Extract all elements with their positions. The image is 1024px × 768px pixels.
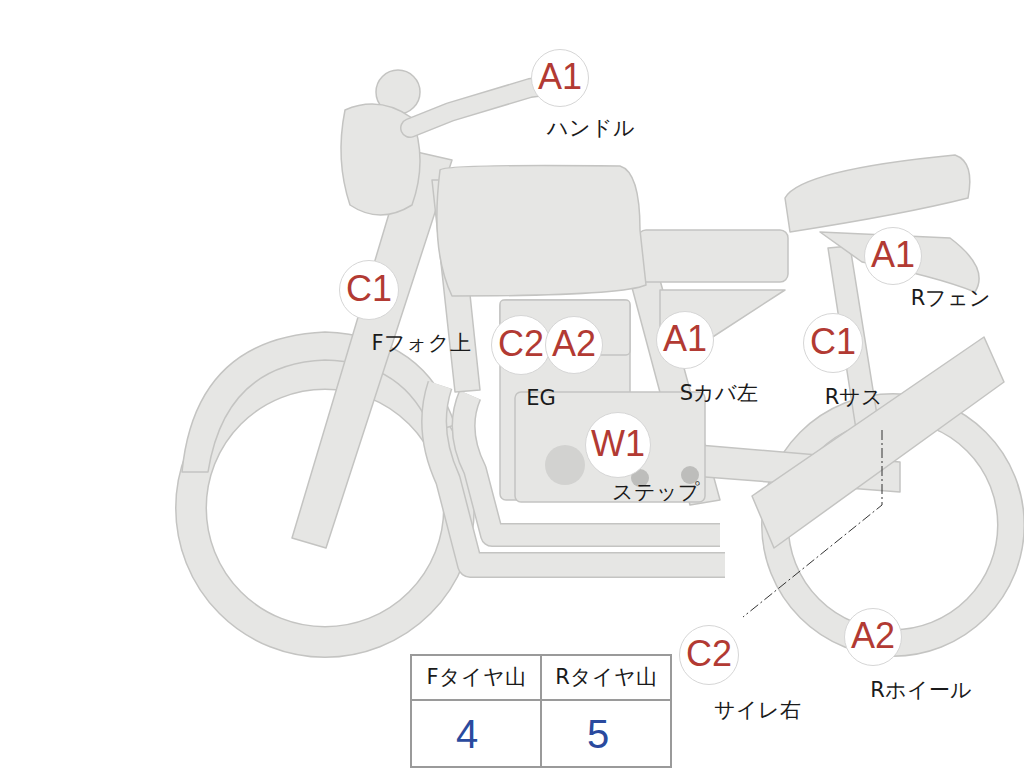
callout-circle: A2 — [545, 316, 603, 374]
callout-circle: C1Fフォク上 — [339, 260, 399, 320]
callout-circle: C1Rサス — [803, 313, 863, 373]
part-name: Rホイール — [870, 679, 972, 702]
part-name: サイレ右 — [714, 699, 801, 722]
tread-value: 4 — [456, 712, 478, 756]
callout-code: C1 — [346, 271, 392, 307]
part-name: EG — [526, 387, 556, 410]
callout-circle: A1Rフェン — [864, 227, 922, 285]
part-name: ハンドル — [547, 117, 635, 140]
callout-circle: C2EG — [491, 315, 551, 375]
callout-circle: A1Sカバ左 — [656, 311, 714, 369]
callout-code: C2 — [686, 636, 732, 672]
part-name: Rフェン — [911, 287, 992, 310]
tread-value: 5 — [587, 712, 609, 756]
callout-code: A1 — [871, 237, 915, 273]
callout-code: A2 — [851, 618, 895, 654]
leader-line — [743, 430, 882, 617]
callout-code: A1 — [538, 59, 582, 95]
table-header: Fタイヤ山 — [426, 666, 525, 689]
part-name: Rサス — [825, 386, 884, 409]
callout-code: W1 — [591, 426, 645, 462]
table-header: Rタイヤ山 — [555, 666, 657, 689]
tread-table — [411, 655, 671, 767]
callout-circle: C2サイレ右 — [679, 625, 739, 685]
part-name: Fフォク上 — [371, 332, 470, 355]
callout-code: C1 — [810, 324, 856, 360]
callout-code: A2 — [552, 326, 596, 362]
callout-circle: A1ハンドル — [531, 49, 589, 107]
callout-code: A1 — [663, 321, 707, 357]
part-name: ステップ — [612, 481, 700, 504]
callout-circle: W1ステップ — [585, 412, 651, 478]
callout-code: C2 — [498, 326, 544, 362]
part-name: Sカバ左 — [680, 382, 758, 405]
callout-circle: A2Rホイール — [844, 608, 902, 666]
